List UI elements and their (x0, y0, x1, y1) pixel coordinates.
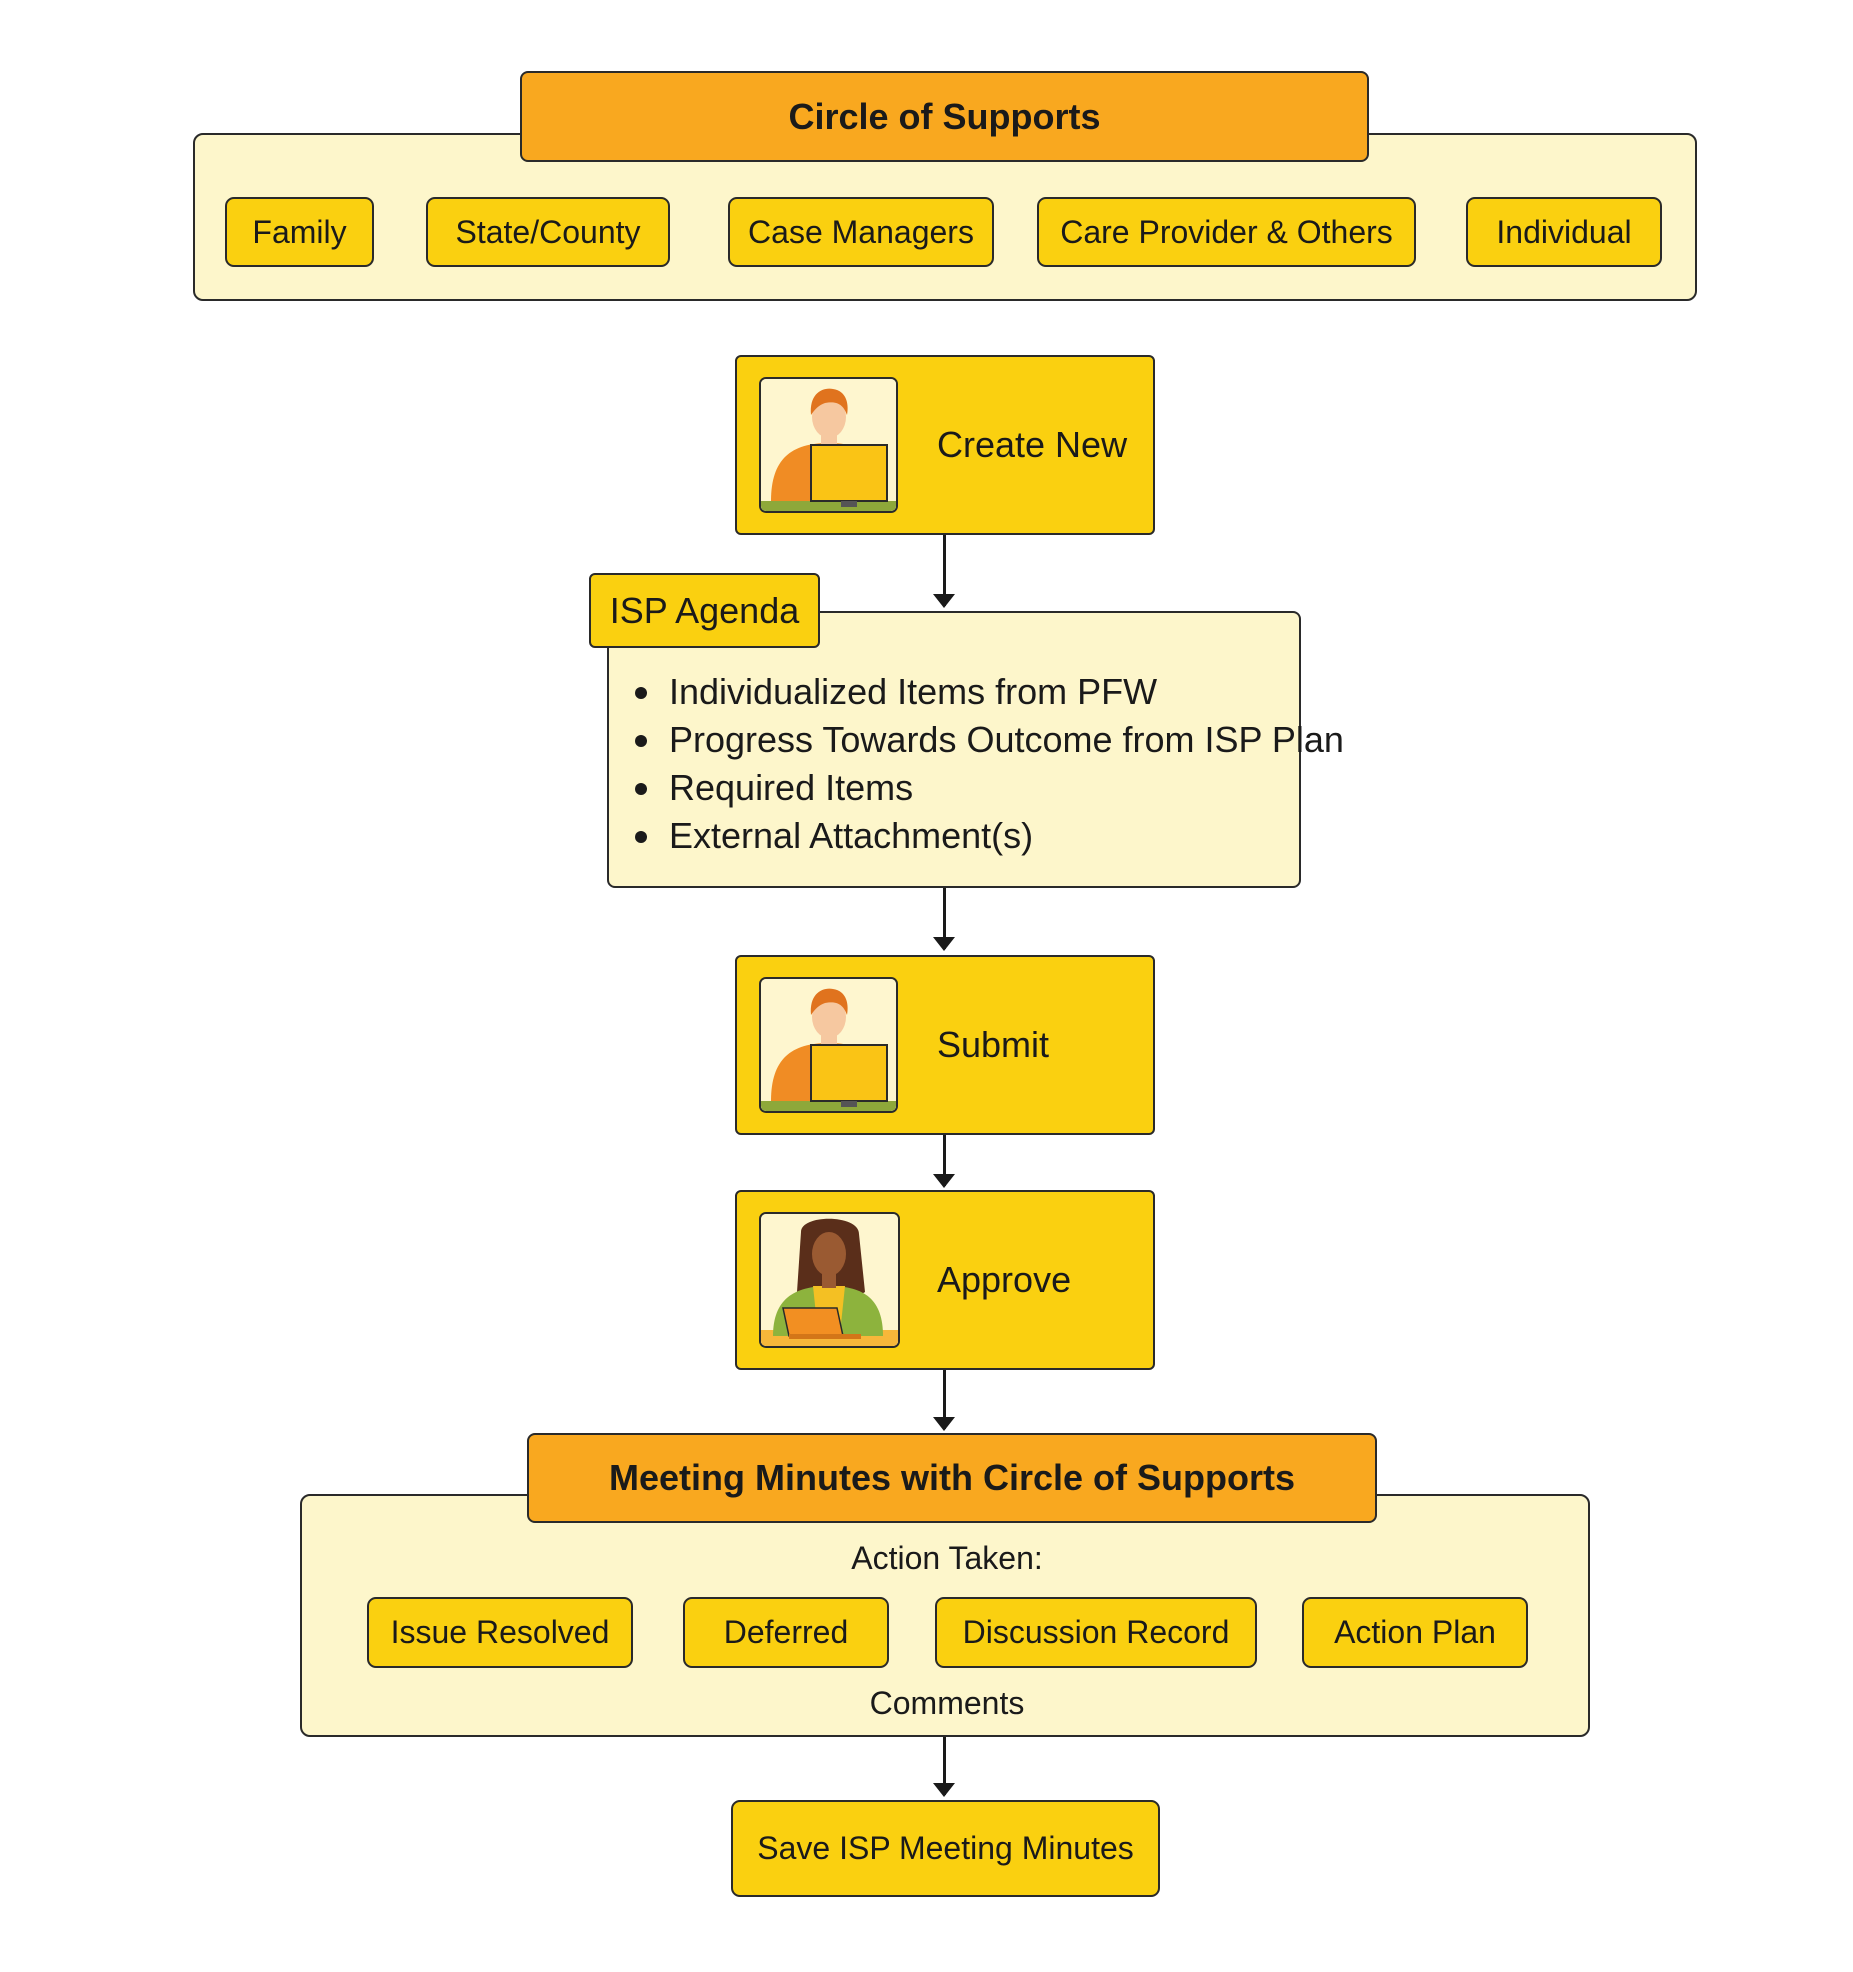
agenda-item: External Attachment(s) (609, 812, 1344, 860)
save-isp-meeting-minutes: Save ISP Meeting Minutes (731, 1800, 1160, 1897)
create-new-label: Create New (937, 424, 1128, 465)
agenda-item: Progress Towards Outcome from ISP Plan (609, 716, 1344, 764)
submit-step: Submit (735, 955, 1155, 1135)
arrow-minutes-to-save (933, 1737, 955, 1797)
isp-agenda-title: ISP Agenda (589, 573, 820, 648)
arrow-create-to-agenda (933, 535, 955, 608)
arrow-submit-to-approve (933, 1135, 955, 1188)
isp-agenda-panel: Individualized Items from PFW Progress T… (607, 611, 1344, 888)
agenda-item: Individualized Items from PFW (609, 668, 1344, 716)
action-discussion-record: Discussion Record (935, 1597, 1257, 1668)
person-at-computer-icon (759, 377, 898, 513)
approve-label: Approve (937, 1259, 1072, 1300)
support-family: Family (225, 197, 374, 267)
action-deferred: Deferred (683, 1597, 889, 1668)
agenda-item: Required Items (609, 764, 1344, 812)
woman-with-laptop-icon (759, 1212, 900, 1348)
action-issue-resolved: Issue Resolved (367, 1597, 633, 1668)
create-new-step: Create New (735, 355, 1155, 535)
arrow-approve-to-minutes (933, 1370, 955, 1431)
approve-step: Approve (735, 1190, 1155, 1370)
meeting-minutes-title: Meeting Minutes with Circle of Supports (527, 1433, 1377, 1523)
comments-label: Comments (869, 1684, 1025, 1721)
action-taken-label: Action Taken: (851, 1539, 1043, 1576)
support-care-provider-others: Care Provider & Others (1037, 197, 1416, 267)
support-state-county: State/County (426, 197, 670, 267)
support-individual: Individual (1466, 197, 1662, 267)
action-action-plan: Action Plan (1302, 1597, 1528, 1668)
support-case-managers: Case Managers (728, 197, 994, 267)
submit-label: Submit (937, 1024, 1050, 1065)
circle-of-supports-title: Circle of Supports (520, 71, 1369, 162)
person-at-computer-icon (759, 977, 898, 1113)
agenda-items-list: Individualized Items from PFW Progress T… (609, 668, 1344, 860)
arrow-agenda-to-submit (933, 888, 955, 951)
